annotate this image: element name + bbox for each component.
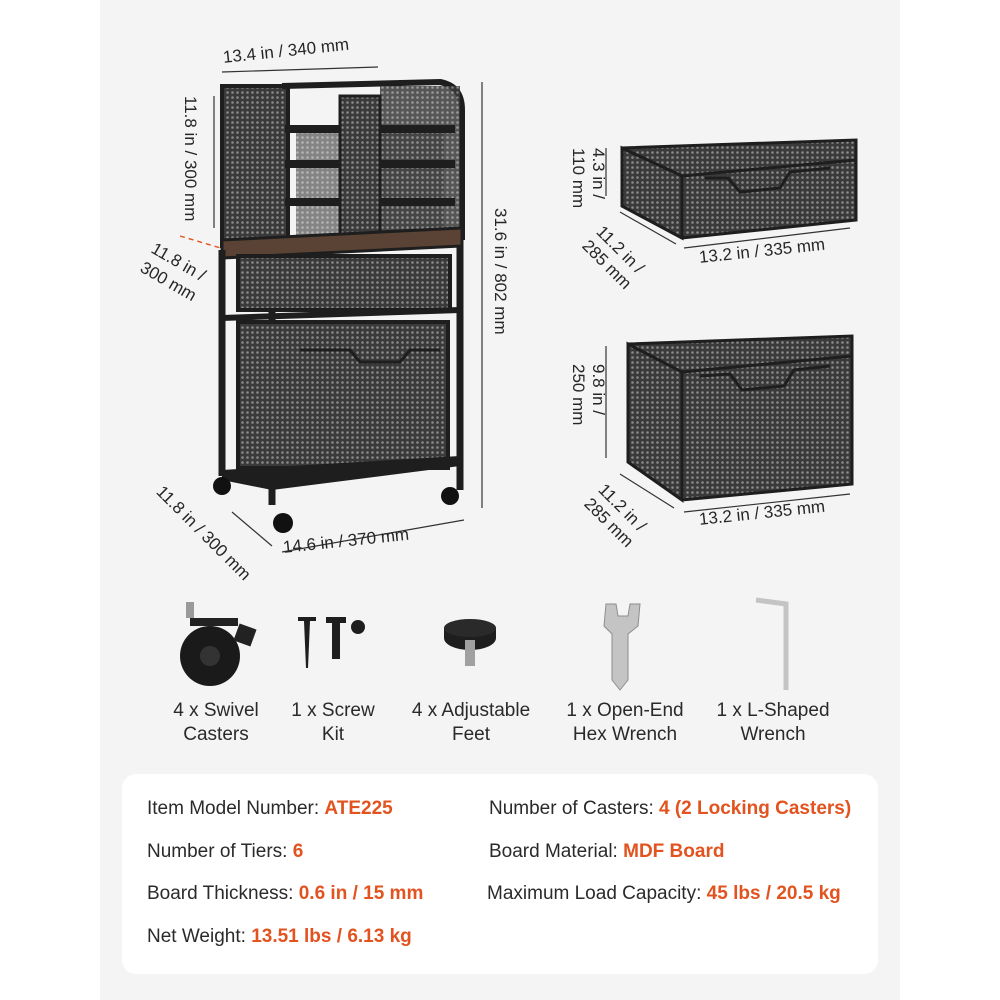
caster-icon — [180, 602, 257, 686]
spec-label: Board Material: — [489, 841, 624, 862]
spec-casters: Number of Casters: 4 (2 Locking Casters) — [489, 798, 851, 820]
spec-tiers: Number of Tiers: 6 — [147, 841, 303, 863]
cart-image — [179, 66, 483, 553]
spec-value: 6 — [292, 841, 304, 862]
spec-model-number: Item Model Number: ATE225 — [147, 798, 393, 820]
screw-icon — [298, 617, 365, 668]
accessory-casters: 4 x Swivel Casters — [126, 699, 306, 747]
spec-label: Board Thickness: — [147, 883, 299, 904]
cart-total-height-label: 31.6 in / 802 mm — [491, 208, 510, 335]
small-drawer-image — [605, 138, 858, 249]
spec-board-thickness: Board Thickness: 0.6 in / 15 mm — [147, 883, 423, 905]
accessory-l-wrench: 1 x L-Shaped Wrench — [683, 699, 863, 747]
adjustable-foot-icon — [444, 619, 496, 666]
spec-value: 45 lbs / 20.5 kg — [706, 883, 841, 904]
accessory-label-line1: 1 x L-Shaped — [716, 700, 830, 721]
accessory-label-line2: Wrench — [740, 724, 806, 745]
spec-label: Item Model Number: — [147, 798, 325, 819]
large-drawer-height-label: 9.8 in / 250 mm — [569, 364, 608, 426]
spec-label: Number of Tiers: — [147, 841, 293, 862]
spec-max-load: Maximum Load Capacity: 45 lbs / 20.5 kg — [487, 883, 841, 905]
spec-value: 4 (2 Locking Casters) — [659, 798, 852, 819]
spec-board-material: Board Material: MDF Board — [489, 841, 724, 863]
spec-label: Number of Casters: — [489, 798, 659, 819]
accessory-label-line2: Casters — [183, 724, 249, 745]
spec-card — [122, 774, 878, 974]
small-drawer-height-label: 4.3 in / 110 mm — [569, 148, 608, 209]
spec-value: MDF Board — [623, 841, 725, 862]
accessory-label-line1: 1 x Screw — [291, 700, 375, 721]
spec-value: 0.6 in / 15 mm — [298, 883, 424, 904]
accessory-screw-kit: 1 x Screw Kit — [243, 699, 423, 747]
accessory-adjustable-feet: 4 x Adjustable Feet — [381, 699, 561, 747]
accessory-open-end-wrench: 1 x Open-End Hex Wrench — [535, 699, 715, 747]
large-drawer-image — [605, 334, 854, 513]
spec-label: Maximum Load Capacity: — [487, 883, 707, 904]
accessory-label-line2: Feet — [451, 724, 491, 745]
spec-net-weight: Net Weight: 13.51 lbs / 6.13 kg — [147, 926, 412, 948]
accessory-label-line1: 4 x Swivel — [173, 700, 259, 721]
open-end-wrench-icon — [603, 603, 641, 691]
accessory-label-line2: Hex Wrench — [572, 724, 678, 745]
accessory-label-line1: 1 x Open-End — [566, 700, 684, 721]
spec-value: ATE225 — [324, 798, 393, 819]
spec-value: 13.51 lbs / 6.13 kg — [251, 926, 412, 947]
accessory-label-line1: 4 x Adjustable — [411, 700, 531, 721]
l-wrench-icon — [755, 597, 789, 690]
spec-label: Net Weight: — [147, 926, 252, 947]
cart-shelf-height-label: 11.8 in / 300 mm — [181, 96, 200, 222]
accessory-label-line2: Kit — [321, 724, 345, 745]
